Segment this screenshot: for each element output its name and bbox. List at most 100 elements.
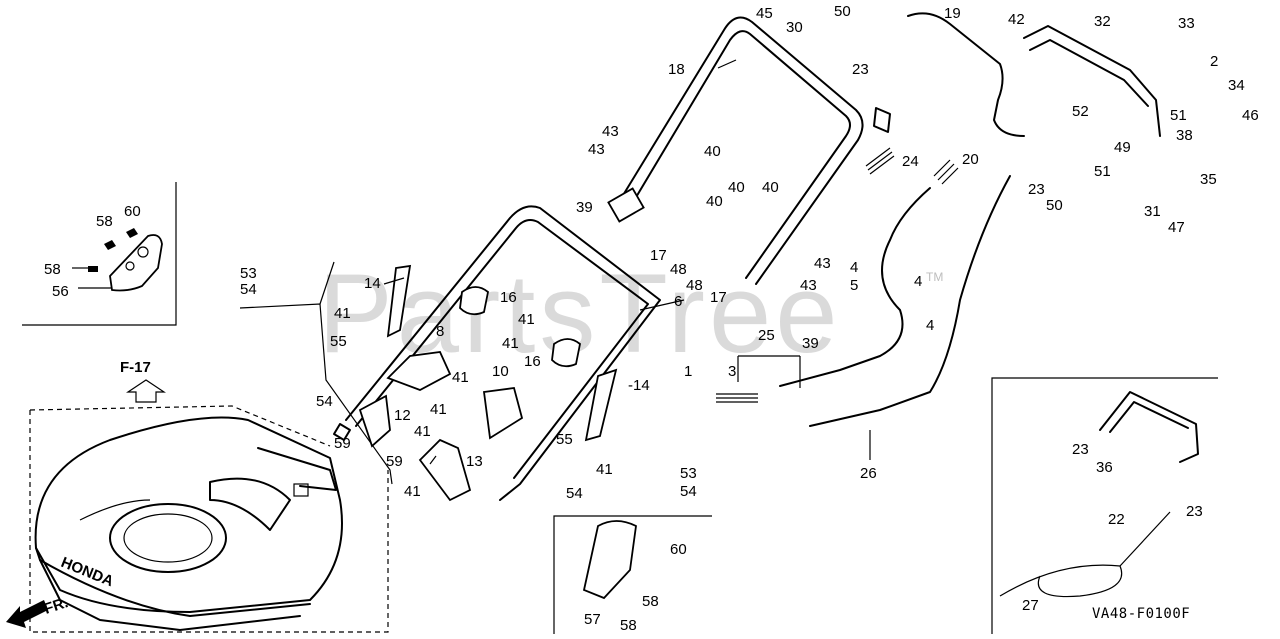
callout-26: 26	[860, 465, 877, 482]
callout-32: 32	[1094, 13, 1111, 30]
callout-46: 46	[1242, 107, 1259, 124]
front-arrow	[6, 600, 48, 628]
diagram-code: VA48-F0100F	[1092, 606, 1190, 622]
callout-19: 19	[944, 5, 961, 22]
callout-42: 42	[1008, 11, 1025, 28]
upper-handle	[607, 16, 891, 285]
callout-58: 58	[44, 261, 61, 278]
callout-51: 51	[1094, 163, 1111, 180]
cables	[716, 12, 1171, 598]
callout-38: 38	[1176, 127, 1193, 144]
watermark-trademark: TM	[926, 270, 943, 284]
callout-39: 39	[802, 335, 819, 352]
callout-17: 17	[650, 247, 667, 264]
callout-18: 18	[668, 61, 685, 78]
callout-53: 53	[680, 465, 697, 482]
callout-16: 16	[524, 353, 541, 370]
inset-box-right	[991, 377, 1218, 634]
inset-box-bottom	[553, 515, 712, 634]
callout-50: 50	[1046, 197, 1063, 214]
callout-17: 17	[710, 289, 727, 306]
callout-48: 48	[670, 261, 687, 278]
leader-lines	[383, 59, 871, 465]
callout-14: -14	[628, 377, 650, 394]
callout-54: 54	[240, 281, 257, 298]
callout-20: 20	[962, 151, 979, 168]
callout-40: 40	[762, 179, 779, 196]
callout-10: 10	[492, 363, 509, 380]
callout-2: 2	[1210, 53, 1218, 70]
callout-41: 41	[430, 401, 447, 418]
callout-23: 23	[852, 61, 869, 78]
callout-48: 48	[686, 277, 703, 294]
right-levers	[1023, 25, 1199, 463]
callout-59: 59	[386, 453, 403, 470]
callout-22: 22	[1108, 511, 1125, 528]
callout-45: 45	[756, 5, 773, 22]
callout-30: 30	[786, 19, 803, 36]
callout-1: 1	[684, 363, 692, 380]
callout-6: 6	[674, 293, 682, 310]
callout-51: 51	[1170, 107, 1187, 124]
callout-41: 41	[596, 461, 613, 478]
callout-4: 4	[850, 259, 858, 276]
callout-33: 33	[1178, 15, 1195, 32]
reference-arrow	[126, 379, 166, 403]
handle-brackets	[358, 264, 618, 502]
callout-36: 36	[1096, 459, 1113, 476]
callout-43: 43	[588, 141, 605, 158]
callout-41: 41	[414, 423, 431, 440]
callout-47: 47	[1168, 219, 1185, 236]
callout-23: 23	[1186, 503, 1203, 520]
callout-41: 41	[502, 335, 519, 352]
callout-56: 56	[52, 283, 69, 300]
callout-40: 40	[728, 179, 745, 196]
callout-13: 13	[466, 453, 483, 470]
callout-41: 41	[452, 369, 469, 386]
callout-12: 12	[394, 407, 411, 424]
reference-label: F-17	[120, 359, 151, 376]
callout-43: 43	[602, 123, 619, 140]
callout-34: 34	[1228, 77, 1245, 94]
callout-49: 49	[1114, 139, 1131, 156]
callout-23: 23	[1028, 181, 1045, 198]
callout-41: 41	[404, 483, 421, 500]
callout-31: 31	[1144, 203, 1161, 220]
callout-54: 54	[566, 485, 583, 502]
callout-5: 5	[850, 277, 858, 294]
callout-16: 16	[500, 289, 517, 306]
callout-35: 35	[1200, 171, 1217, 188]
callout-43: 43	[800, 277, 817, 294]
callout-40: 40	[704, 143, 721, 160]
callout-25: 25	[758, 327, 775, 344]
callout-27: 27	[1022, 597, 1039, 614]
callout-60: 60	[124, 203, 141, 220]
callouts: 2 1 3 4 4 4 5 6 8 10 12 13 14 -14 16 16 …	[44, 3, 1259, 634]
callout-43: 43	[814, 255, 831, 272]
callout-58: 58	[96, 213, 113, 230]
callout-8: 8	[436, 323, 444, 340]
callout-57: 57	[584, 611, 601, 628]
callout-4: 4	[926, 317, 934, 334]
callout-40: 40	[706, 193, 723, 210]
callout-55: 55	[556, 431, 573, 448]
callout-58: 58	[620, 617, 637, 634]
callout-24: 24	[902, 153, 919, 170]
lower-handle	[333, 205, 661, 501]
callout-60: 60	[670, 541, 687, 558]
callout-52: 52	[1072, 103, 1089, 120]
callout-3: 3	[728, 363, 736, 380]
callout-41: 41	[334, 305, 351, 322]
callout-53: 53	[240, 265, 257, 282]
callout-59: 59	[334, 435, 351, 452]
callout-4: 4	[914, 273, 922, 290]
callout-39: 39	[576, 199, 593, 216]
callout-23: 23	[1072, 441, 1089, 458]
deck-enclosure	[29, 261, 393, 633]
front-label: FR.	[42, 594, 70, 618]
callout-54: 54	[680, 483, 697, 500]
callout-54: 54	[316, 393, 333, 410]
callout-14: 14	[364, 275, 381, 292]
mower-deck: HONDA	[34, 416, 343, 631]
